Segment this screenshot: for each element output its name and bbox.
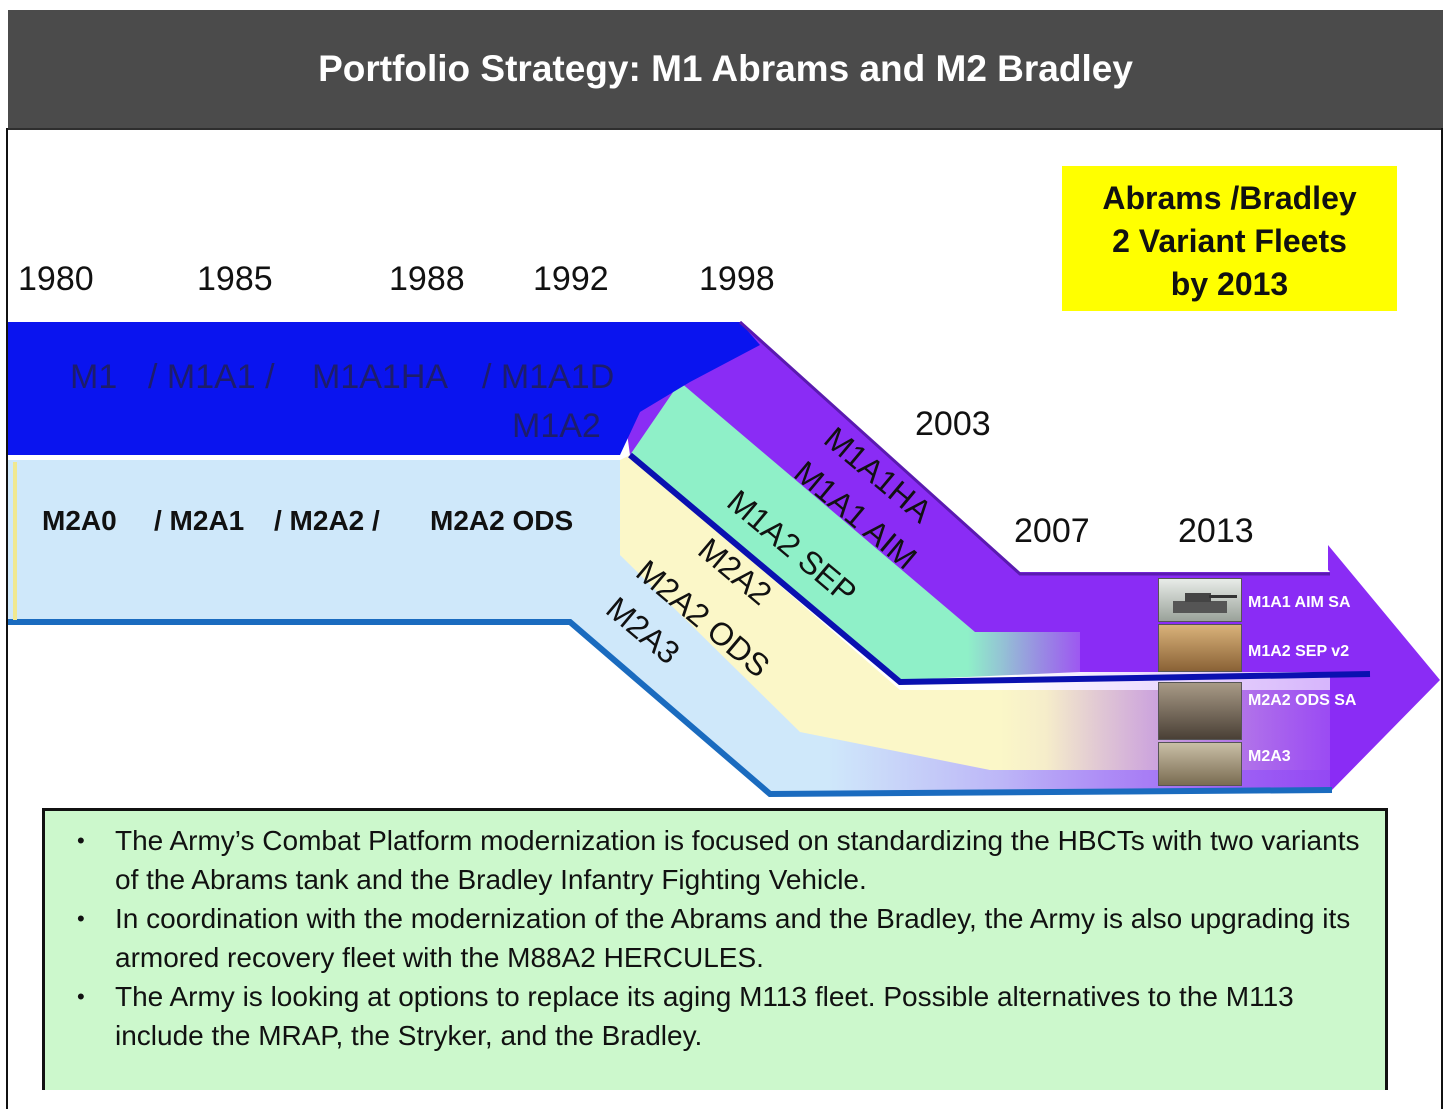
label-m2a2: / M2A2 / xyxy=(274,505,380,536)
year-1998: 1998 xyxy=(699,260,775,298)
header-bar: Portfolio Strategy: M1 Abrams and M2 Bra… xyxy=(8,10,1443,130)
fleet-arrow-head xyxy=(1328,545,1440,792)
note-text: In coordination with the modernization o… xyxy=(115,903,1351,973)
bullet-icon: • xyxy=(77,906,85,931)
tank-silhouette-icon xyxy=(1173,593,1237,613)
year-1988: 1988 xyxy=(389,260,465,298)
note-item: • In coordination with the modernization … xyxy=(75,899,1365,977)
year-1980: 1980 xyxy=(18,260,94,298)
label-m1: M1 xyxy=(70,358,117,396)
notes-list: • The Army’s Combat Platform modernizatio… xyxy=(75,821,1365,1055)
callout-box: Abrams /Bradley 2 Variant Fleets by 2013 xyxy=(1062,166,1397,311)
label-m1a1: / M1A1 / xyxy=(148,358,275,396)
notes-box: • The Army’s Combat Platform modernizatio… xyxy=(42,808,1388,1090)
label-m1a1ha: M1A1HA xyxy=(312,358,448,396)
note-item: • The Army’s Combat Platform modernizatio… xyxy=(75,821,1365,899)
note-text: The Army is looking at options to replac… xyxy=(115,981,1294,1051)
bradley-band xyxy=(8,460,1330,792)
tank-photo-icon xyxy=(1158,578,1242,622)
bradley-bottom-line xyxy=(8,619,1333,798)
callout-line-3: by 2013 xyxy=(1170,266,1289,302)
purple-top-line xyxy=(738,320,1330,576)
variant-m2a2-ods-sa: M2A2 ODS SA xyxy=(1248,692,1357,709)
label-m1a1d: / M1A1D xyxy=(482,358,614,396)
ifv-photo-icon xyxy=(1158,742,1242,786)
callout-line-1: Abrams /Bradley xyxy=(1102,180,1357,216)
label-m1a2: M1A2 xyxy=(512,407,601,445)
sep-band xyxy=(630,382,1080,680)
variant-m1a2-sep-v2: M1A2 SEP v2 xyxy=(1248,643,1350,660)
variant-m2a3: M2A3 xyxy=(1248,748,1291,765)
year-2013: 2013 xyxy=(1178,512,1254,550)
label-m2a1: / M2A1 xyxy=(154,505,244,536)
slide-title: Portfolio Strategy: M1 Abrams and M2 Bra… xyxy=(318,48,1133,89)
ifv-photo-icon xyxy=(1158,682,1242,740)
sep-boundary-line xyxy=(628,452,1371,686)
year-1992: 1992 xyxy=(533,260,609,298)
year-2007: 2007 xyxy=(1014,512,1090,550)
note-item: • The Army is looking at options to repla… xyxy=(75,977,1365,1055)
abrams-blue-band xyxy=(8,322,760,455)
label-m2a2-ods: M2A2 ODS xyxy=(430,505,573,536)
tank-photo-icon xyxy=(1158,624,1242,672)
callout-line-2: 2 Variant Fleets xyxy=(1112,223,1347,259)
year-2003: 2003 xyxy=(915,405,991,443)
bullet-icon: • xyxy=(77,984,85,1009)
label-m2a0: M2A0 xyxy=(42,505,117,536)
year-1985: 1985 xyxy=(197,260,273,298)
note-text: The Army’s Combat Platform modernization… xyxy=(115,825,1360,895)
content-frame xyxy=(6,128,1443,1109)
variant-m1a1-aim-sa: M1A1 AIM SA xyxy=(1248,594,1351,611)
bullet-icon: • xyxy=(77,828,85,853)
